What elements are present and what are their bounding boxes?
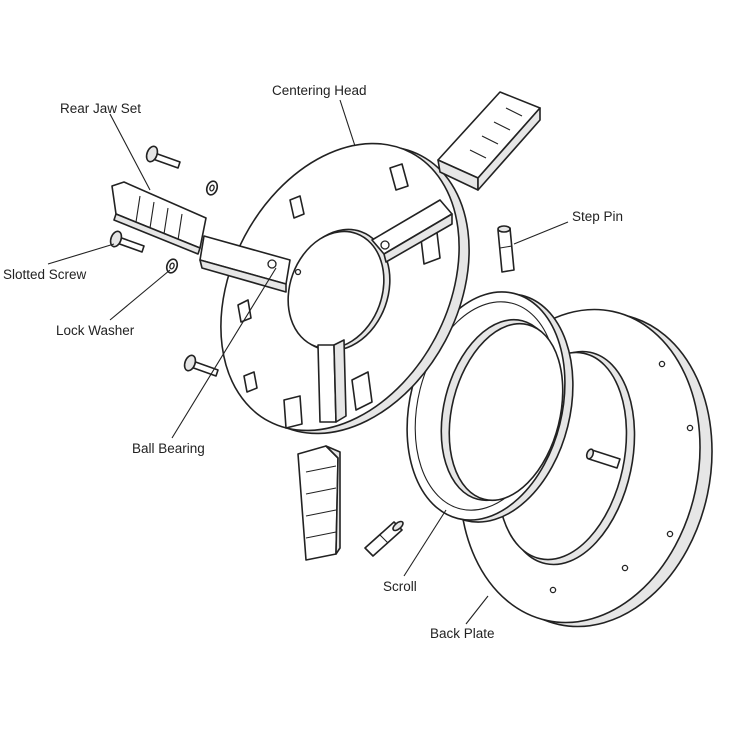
label-lock-washer: Lock Washer (56, 323, 135, 338)
leader-ball-bearing (171, 267, 277, 439)
leader-rear-jaw-set (109, 113, 151, 191)
step-pin (497, 225, 515, 273)
slotted-screw (109, 230, 145, 253)
label-step-pin: Step Pin (572, 209, 623, 224)
leader-scroll (403, 509, 447, 577)
rear-jaw-left (111, 181, 207, 255)
label-back-plate: Back Plate (430, 626, 495, 641)
back-plate-pin (585, 448, 621, 469)
step-pin-lower (364, 520, 404, 557)
slotted-screw-top (145, 145, 181, 169)
rear-jaw-upper (437, 91, 541, 191)
leader-lock-washer (109, 269, 171, 321)
leader-lines (47, 99, 569, 625)
label-slotted-screw: Slotted Screw (3, 267, 87, 282)
leader-slotted-screw (47, 243, 115, 265)
leader-centering-head (339, 99, 356, 147)
label-ball-bearing: Ball Bearing (132, 441, 205, 456)
label-scroll: Scroll (383, 579, 417, 594)
leader-step-pin (513, 221, 569, 245)
rear-jaw-lower (297, 445, 341, 561)
lock-washer (165, 258, 179, 274)
leader-back-plate (465, 595, 489, 625)
label-rear-jaw-set: Rear Jaw Set (60, 101, 141, 116)
scroll (406, 291, 574, 523)
centering-head (199, 142, 470, 435)
label-centering-head: Centering Head (272, 83, 367, 98)
slotted-screw-bottom (183, 354, 219, 377)
lock-washer-top (205, 180, 219, 196)
